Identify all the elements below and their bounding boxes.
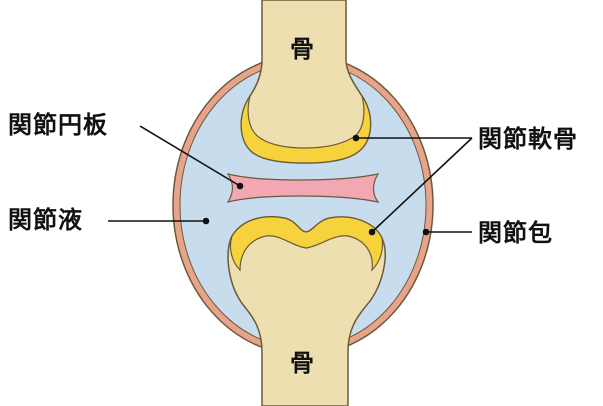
- label-joint-capsule: 関節包: [478, 218, 553, 248]
- bone-label-top: 骨: [290, 34, 314, 64]
- label-synovial-fluid: 関節液: [8, 205, 83, 235]
- bone-label-bottom: 骨: [290, 348, 314, 378]
- leader-dot-fluid: [204, 219, 209, 224]
- leader-dot-cartilage-lower: [370, 230, 375, 235]
- leader-dot-disc: [238, 184, 243, 189]
- leader-dot-capsule: [424, 230, 429, 235]
- leader-dot-cartilage-upper: [354, 136, 359, 141]
- label-articular-cartilage: 関節軟骨: [478, 124, 578, 154]
- label-articular-disc: 関節円板: [8, 110, 108, 140]
